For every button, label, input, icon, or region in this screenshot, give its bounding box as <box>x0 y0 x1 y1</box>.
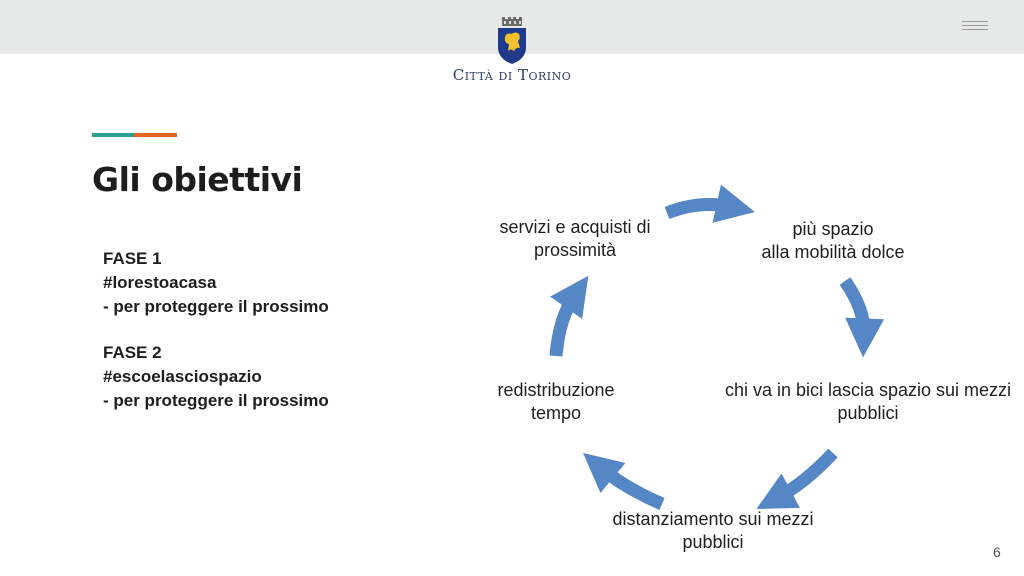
cycle-node-mobility: più spazio alla mobilità dolce <box>761 219 905 262</box>
cycle-arrow-bottom-left-icon <box>583 453 665 510</box>
cycle-diagram: più spazio alla mobilità dolce chi va in… <box>460 180 1024 570</box>
slide-title: Gli obiettivi <box>92 160 303 199</box>
phase-2-block: FASE 2 #escoelasciospazio - per protegge… <box>103 341 329 413</box>
cycle-arrow-bottom-right-icon <box>756 448 838 510</box>
cycle-node-bike: chi va in bici lascia spazio sui mezzi p… <box>724 380 1012 423</box>
city-logo-text: Città di Torino <box>452 66 572 84</box>
cycle-arrow-left-icon <box>549 275 589 357</box>
phase-1-block: FASE 1 #lorestoacasa - per proteggere il… <box>103 247 329 319</box>
title-accent-bar <box>92 133 177 137</box>
cycle-node-services: servizi e acquisti di prossimità <box>499 217 651 260</box>
phase-1-hashtag: #lorestoacasa <box>103 273 217 292</box>
phase-2-label: FASE 2 <box>103 343 162 362</box>
city-crest-icon <box>498 17 526 64</box>
cycle-arrows <box>549 184 885 510</box>
cycle-node-time: redistribuzione tempo <box>497 380 615 423</box>
cycle-node-distancing: distanziamento sui mezzi pubblici <box>612 509 814 552</box>
phase-1-detail: - per proteggere il prossimo <box>103 297 329 316</box>
cycle-arrow-top-icon <box>664 184 755 223</box>
phase-2-hashtag: #escoelasciospazio <box>103 367 262 386</box>
hamburger-menu-icon[interactable] <box>962 21 988 33</box>
phase-1-label: FASE 1 <box>103 249 162 268</box>
page-number: 6 <box>993 544 1001 560</box>
phase-2-detail: - per proteggere il prossimo <box>103 391 329 410</box>
cycle-arrow-right-icon <box>839 277 885 358</box>
